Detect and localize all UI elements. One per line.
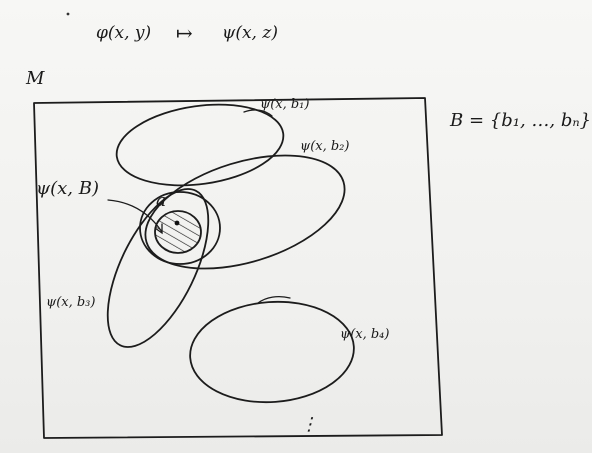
stray-dot: [66, 12, 70, 16]
intersection-arrow: [107, 199, 163, 233]
maps-to-arrow: ↦: [176, 21, 193, 45]
set-b3-ellipse: [106, 188, 210, 348]
set-b3-label: ψ(x, b₃): [46, 295, 95, 310]
set-b1-ellipse: [115, 103, 285, 187]
continuation-dots: ⋮: [300, 414, 318, 435]
structure-box: [33, 97, 443, 439]
structure-label: M: [25, 68, 45, 89]
parameter-set-label: B = {b₁, …, bₙ}: [449, 110, 591, 131]
point-a-dot: [174, 220, 180, 226]
set-b4-pointer: [257, 296, 291, 304]
set-b2-ellipse: [144, 154, 346, 270]
intersection-region: [139, 191, 221, 265]
set-b4-ellipse: [189, 300, 355, 404]
hatched-neighbourhood: [155, 211, 201, 253]
formula-left: φ(x, y): [96, 23, 151, 43]
point-neighbourhood-outline: [154, 210, 202, 254]
formula-right: ψ(x, z): [222, 23, 278, 43]
set-b1-pointer: [243, 109, 273, 117]
intersection-arrow-head: [154, 223, 163, 235]
point-a-label: a: [156, 191, 166, 211]
set-b4-label: ψ(x, b₄): [340, 327, 389, 342]
set-b2-label: ψ(x, b₂): [300, 139, 349, 154]
set-b1-label: ψ(x, b₁): [260, 97, 309, 112]
intersection-label: ψ(x, B): [36, 178, 99, 199]
